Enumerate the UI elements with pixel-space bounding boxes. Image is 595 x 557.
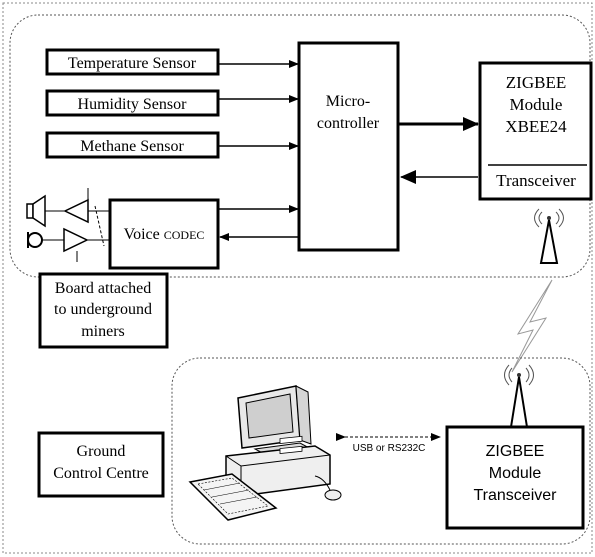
board-region — [9, 14, 591, 278]
voice-codec-label: Voice CODEC — [124, 226, 205, 243]
ground-zigbee-line2: Module — [489, 465, 542, 482]
ground-caption-box: Ground Control Centre — [37, 431, 165, 498]
methane-sensor-label: Methane Sensor — [80, 138, 184, 155]
microcontroller-label-line2: controller — [317, 115, 380, 132]
ground-caption-line2: Control Centre — [53, 465, 149, 482]
speaker-icon — [26, 194, 46, 228]
microcontroller-block: Micro- controller — [297, 41, 400, 252]
antenna-icon — [534, 208, 564, 264]
methane-sensor-block: Methane Sensor — [45, 131, 220, 159]
board-caption-box: Board attached to underground miners — [38, 272, 169, 349]
board-caption-line2: to underground — [54, 301, 152, 318]
board-zigbee-line1: ZIGBEE — [506, 73, 566, 92]
ground-caption-line1: Ground — [77, 443, 126, 460]
computer-icon — [188, 385, 342, 521]
temperature-sensor-block: Temperature Sensor — [45, 48, 220, 76]
board-zigbee-module-block: ZIGBEE Module XBEE24 Transceiver — [478, 61, 593, 201]
amplifier-icon — [42, 188, 110, 262]
board-caption-line1: Board attached — [55, 280, 151, 297]
voice-codec-block: Voice CODEC — [108, 198, 220, 270]
ground-region — [171, 357, 591, 545]
ground-zigbee-line1: ZIGBEE — [486, 443, 545, 460]
humidity-sensor-label: Humidity Sensor — [78, 96, 188, 113]
ground-zigbee-line3: Transceiver — [474, 487, 558, 504]
antenna-icon — [504, 364, 534, 428]
temperature-sensor-label: Temperature Sensor — [68, 55, 197, 72]
microphone-icon — [27, 232, 43, 248]
usb-link-label: USB or RS232C — [353, 443, 426, 454]
microcontroller-label-line1: Micro- — [326, 93, 370, 110]
board-caption-line3: miners — [81, 323, 125, 340]
board-zigbee-line4: Transceiver — [496, 171, 576, 190]
ground-zigbee-module-block: ZIGBEE Module Transceiver — [445, 425, 585, 530]
board-zigbee-line3: XBEE24 — [505, 117, 567, 136]
wireless-link-icon — [511, 279, 553, 373]
board-zigbee-line2: Module — [510, 95, 563, 114]
humidity-sensor-block: Humidity Sensor — [45, 89, 220, 117]
